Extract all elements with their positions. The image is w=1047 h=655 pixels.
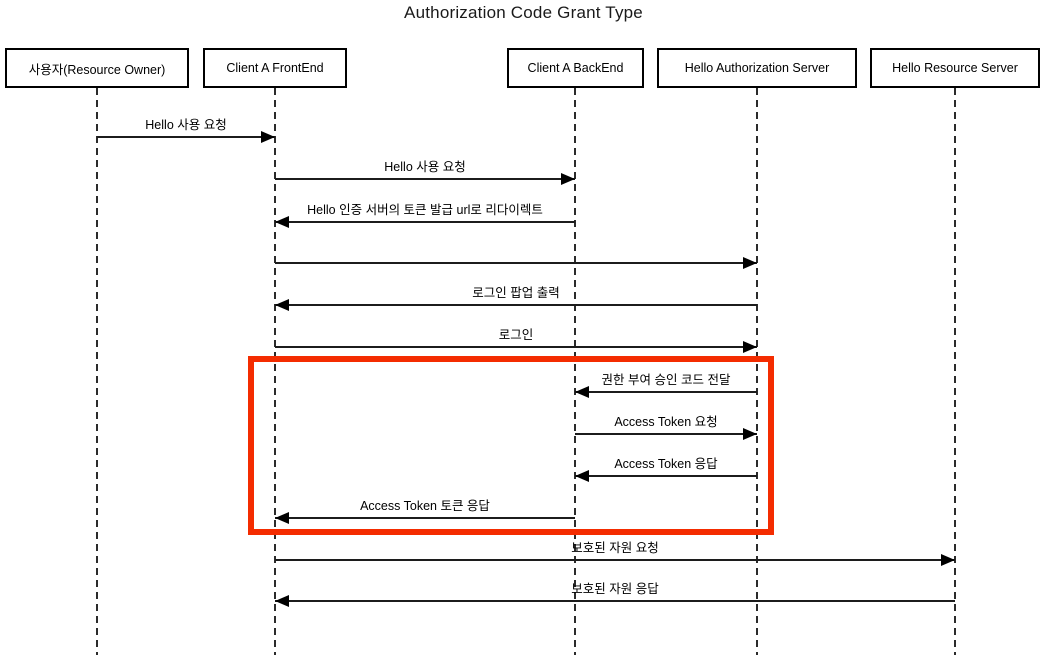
arrowhead-icon	[743, 257, 757, 269]
actor-label: Hello Resource Server	[892, 61, 1018, 75]
message-label: 권한 부여 승인 코드 전달	[601, 373, 731, 387]
message-arrow: Access Token 토큰 응답	[275, 495, 575, 524]
message-line	[575, 391, 757, 393]
message-line	[275, 304, 757, 306]
message-arrow: Access Token 응답	[575, 453, 757, 482]
arrowhead-icon	[275, 595, 289, 607]
message-label: 로그인	[498, 328, 534, 342]
message-label: Access Token 토큰 응답	[360, 499, 490, 513]
actor-box: Hello Authorization Server	[657, 48, 857, 88]
diagram-title: Authorization Code Grant Type	[404, 3, 643, 22]
message-label: Hello 인증 서버의 토큰 발급 url로 리다이렉트	[307, 203, 543, 217]
message-label: 보호된 자원 요청	[571, 541, 659, 555]
actor-box: 사용자(Resource Owner)	[5, 48, 189, 88]
message-arrow	[275, 240, 757, 269]
actor-box: Hello Resource Server	[870, 48, 1040, 88]
message-arrow: 권한 부여 승인 코드 전달	[575, 369, 757, 398]
arrowhead-icon	[261, 131, 275, 143]
actor-box: Client A FrontEnd	[203, 48, 347, 88]
arrowhead-icon	[743, 428, 757, 440]
message-line	[275, 178, 575, 180]
lifeline	[756, 88, 758, 655]
lifeline	[274, 88, 276, 655]
arrowhead-icon	[941, 554, 955, 566]
message-label: Access Token 응답	[614, 457, 718, 471]
lifeline	[574, 88, 576, 655]
message-label: 보호된 자원 응답	[571, 582, 659, 596]
message-line	[575, 433, 757, 435]
message-arrow: Hello 인증 서버의 토큰 발급 url로 리다이렉트	[275, 199, 575, 228]
message-arrow: 보호된 자원 요청	[275, 537, 955, 566]
message-line	[575, 475, 757, 477]
actor-label: 사용자(Resource Owner)	[28, 62, 166, 77]
message-label: 로그인 팝업 출력	[472, 286, 560, 300]
message-line	[97, 136, 275, 138]
arrowhead-icon	[561, 173, 575, 185]
arrowhead-icon	[743, 341, 757, 353]
actor-label: Hello Authorization Server	[684, 61, 830, 75]
message-label: Access Token 요청	[614, 415, 718, 429]
arrowhead-icon	[575, 386, 589, 398]
message-line	[275, 262, 757, 264]
actor-label: Client A FrontEnd	[226, 61, 324, 75]
arrowhead-icon	[275, 512, 289, 524]
message-arrow: 로그인 팝업 출력	[275, 282, 757, 311]
message-arrow: 보호된 자원 응답	[275, 578, 955, 607]
arrowhead-icon	[275, 299, 289, 311]
message-line	[275, 600, 955, 602]
message-arrow: Hello 사용 요청	[275, 156, 575, 185]
message-arrow: Hello 사용 요청	[97, 114, 275, 143]
arrowhead-icon	[275, 216, 289, 228]
message-label: Hello 사용 요청	[145, 118, 227, 132]
message-line	[275, 221, 575, 223]
message-line	[275, 559, 955, 561]
message-label: Hello 사용 요청	[384, 160, 466, 174]
message-line	[275, 517, 575, 519]
message-line	[275, 346, 757, 348]
message-arrow: 로그인	[275, 324, 757, 353]
arrowhead-icon	[575, 470, 589, 482]
message-arrow: Access Token 요청	[575, 411, 757, 440]
lifeline	[954, 88, 956, 655]
actor-label: Client A BackEnd	[527, 61, 624, 75]
lifeline	[96, 88, 98, 655]
actor-box: Client A BackEnd	[507, 48, 644, 88]
